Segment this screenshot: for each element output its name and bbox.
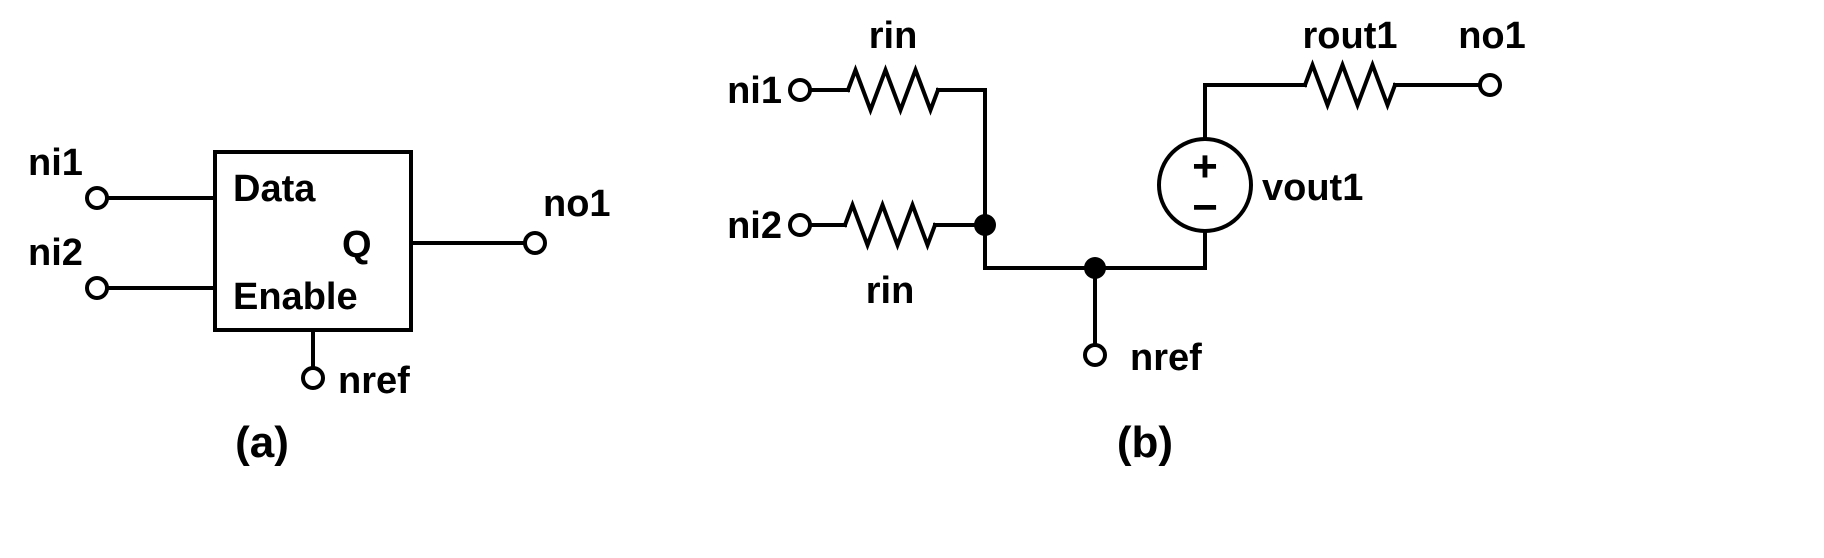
- terminal-no1-b: [1478, 73, 1502, 97]
- net-label-ni1-b: ni1: [727, 70, 782, 112]
- resistor-rin-bottom: [842, 199, 938, 251]
- wire-source-to-rout1: [1203, 83, 1307, 141]
- terminal-ni1-b: [788, 78, 812, 102]
- port-label-enable: Enable: [233, 276, 358, 318]
- port-label-q: Q: [342, 224, 372, 266]
- terminal-ni2-a: [85, 276, 109, 300]
- minus-symbol: −: [1192, 183, 1218, 232]
- net-label-no1-b: no1: [1458, 15, 1526, 57]
- component-label-vout1: vout1: [1262, 167, 1363, 209]
- terminal-nref-a: [301, 366, 325, 390]
- junction-dot-bus: [1084, 257, 1106, 279]
- resistor-rin-top: [845, 64, 941, 116]
- caption-a: (a): [235, 418, 289, 467]
- component-label-rout1: rout1: [1303, 15, 1398, 57]
- figure-a: ni1 ni2 no1 nref Data Q Enable (a): [28, 142, 611, 467]
- net-label-ni1-a: ni1: [28, 142, 83, 184]
- port-label-data: Data: [233, 168, 316, 210]
- terminal-no1-a: [523, 231, 547, 255]
- resistor-rout1: [1302, 59, 1398, 111]
- plus-symbol: +: [1192, 142, 1218, 191]
- net-label-ni2-b: ni2: [727, 205, 782, 247]
- net-label-nref-b: nref: [1130, 337, 1202, 379]
- terminal-ni1-a: [85, 186, 109, 210]
- terminal-ni2-b: [788, 213, 812, 237]
- terminal-nref-b: [1083, 343, 1107, 367]
- net-label-ni2-a: ni2: [28, 232, 83, 274]
- wire-rin-top-to-node: [936, 88, 987, 270]
- component-label-rin-bottom: rin: [866, 270, 915, 312]
- component-label-rin-top: rin: [869, 15, 918, 57]
- wire-bus-to-source: [983, 229, 1207, 270]
- latch-block: [213, 150, 413, 332]
- net-label-nref-a: nref: [338, 360, 410, 402]
- junction-dot-input: [974, 214, 996, 236]
- caption-b: (b): [1117, 418, 1173, 467]
- net-label-no1-a: no1: [543, 183, 611, 225]
- figure-b: + − ni1 ni2 rin rin rout1 no1 vout1 nref…: [727, 15, 1526, 467]
